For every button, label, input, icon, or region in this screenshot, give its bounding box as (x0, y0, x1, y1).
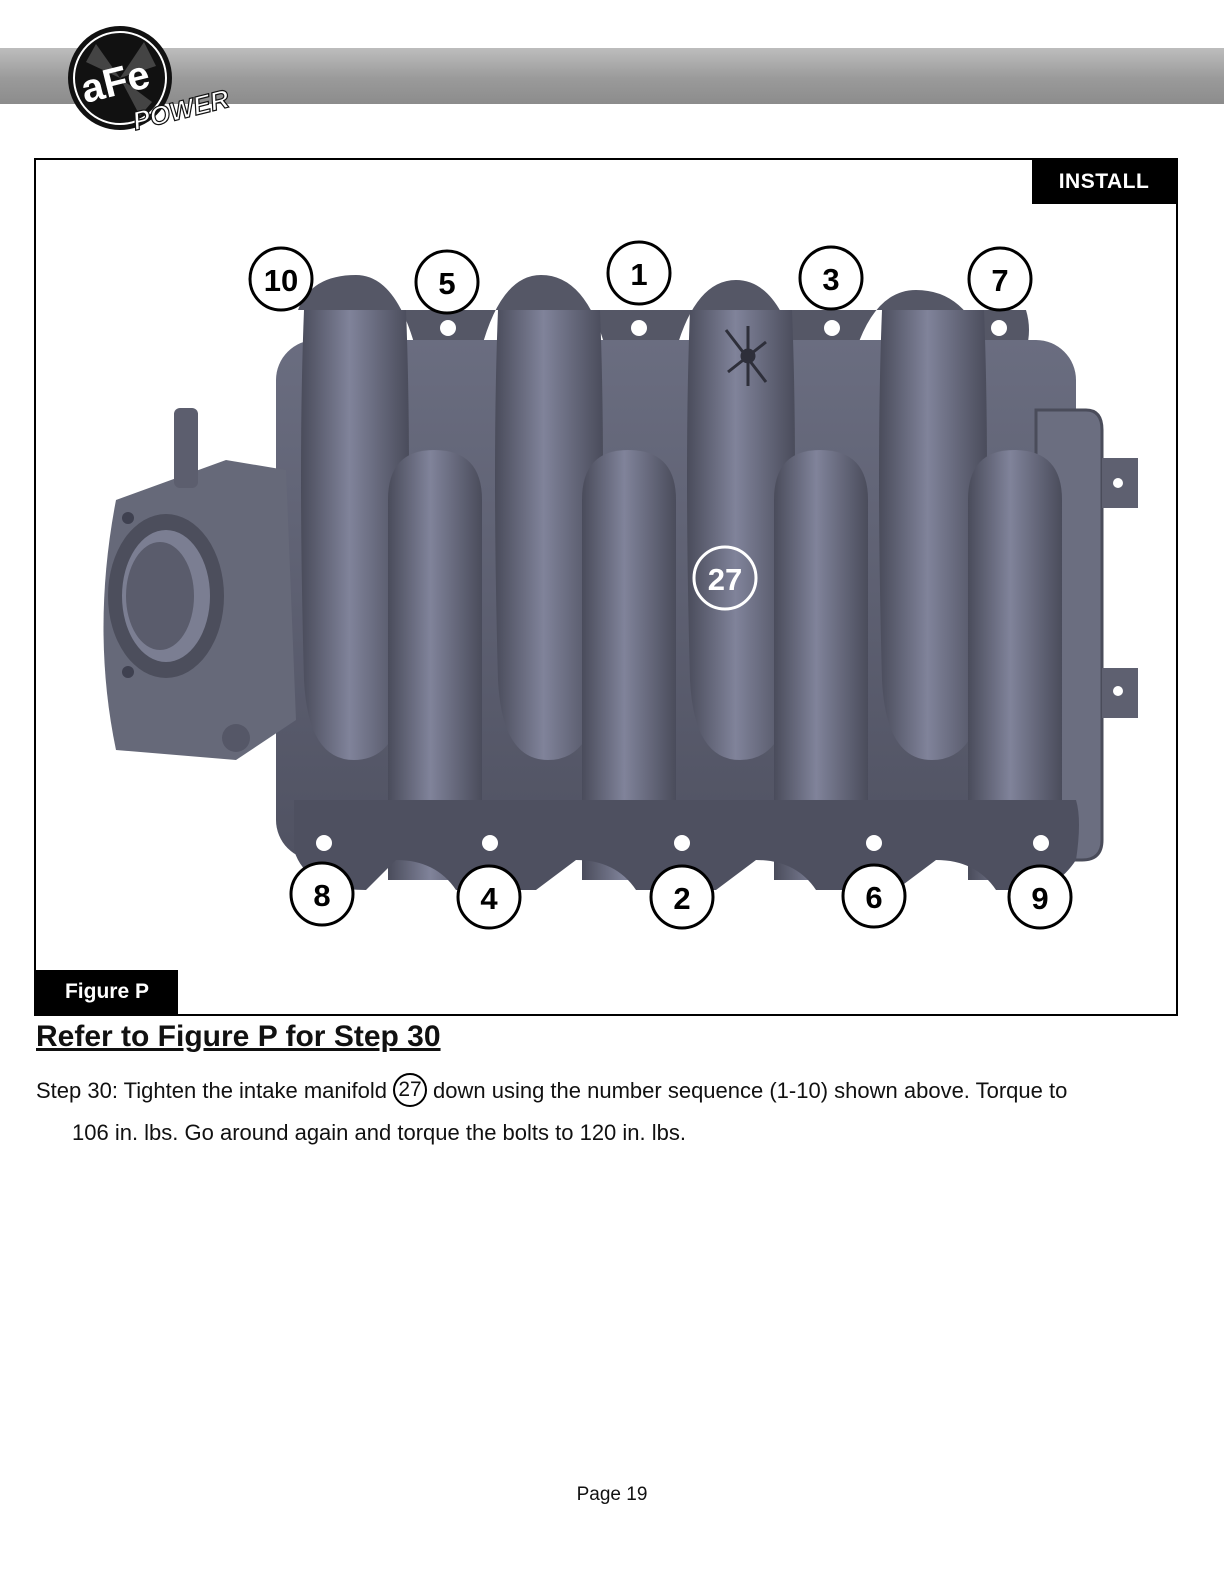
callout-27-ring (692, 545, 758, 611)
callouts-top (248, 240, 1033, 315)
callout-3: 3 (822, 262, 839, 297)
figure-p-frame: INSTALL (34, 158, 1178, 1016)
step-text-part1: Step 30: Tighten the intake manifold (36, 1078, 388, 1103)
throttle-body (103, 408, 296, 760)
callout-9: 9 (1031, 881, 1048, 916)
vacuum-fitting (724, 326, 768, 386)
part-ref-27: 27 (393, 1073, 428, 1108)
callout-5: 5 (438, 266, 455, 301)
callout-7: 7 (991, 263, 1008, 298)
step-text-line2: 106 in. lbs. Go around again and torque … (72, 1120, 686, 1145)
header-bar (0, 48, 1224, 104)
figure-caption: Figure P (36, 970, 178, 1014)
callout-10: 10 (264, 263, 298, 298)
callout-1: 1 (630, 257, 647, 292)
callout-8: 8 (313, 878, 330, 913)
callouts-bottom (289, 861, 1073, 930)
top-flange (252, 275, 1029, 350)
lower-runners (388, 450, 1062, 880)
step-text-part2: down using the number sequence (1-10) sh… (433, 1078, 1068, 1103)
page-number: Page 19 (576, 1484, 648, 1505)
intake-manifold-illustration: 10 5 1 3 7 8 4 2 6 9 27 (103, 240, 1138, 930)
callout-6: 6 (865, 880, 882, 915)
callout-27: 27 (708, 562, 742, 597)
callout-2: 2 (673, 881, 690, 916)
afe-power-logo: aFe POWER (68, 26, 233, 134)
callout-4: 4 (480, 881, 498, 916)
step-heading: Refer to Figure P for Step 30 (36, 1020, 441, 1053)
install-tag: INSTALL (1032, 160, 1176, 204)
upper-runners (301, 310, 987, 760)
